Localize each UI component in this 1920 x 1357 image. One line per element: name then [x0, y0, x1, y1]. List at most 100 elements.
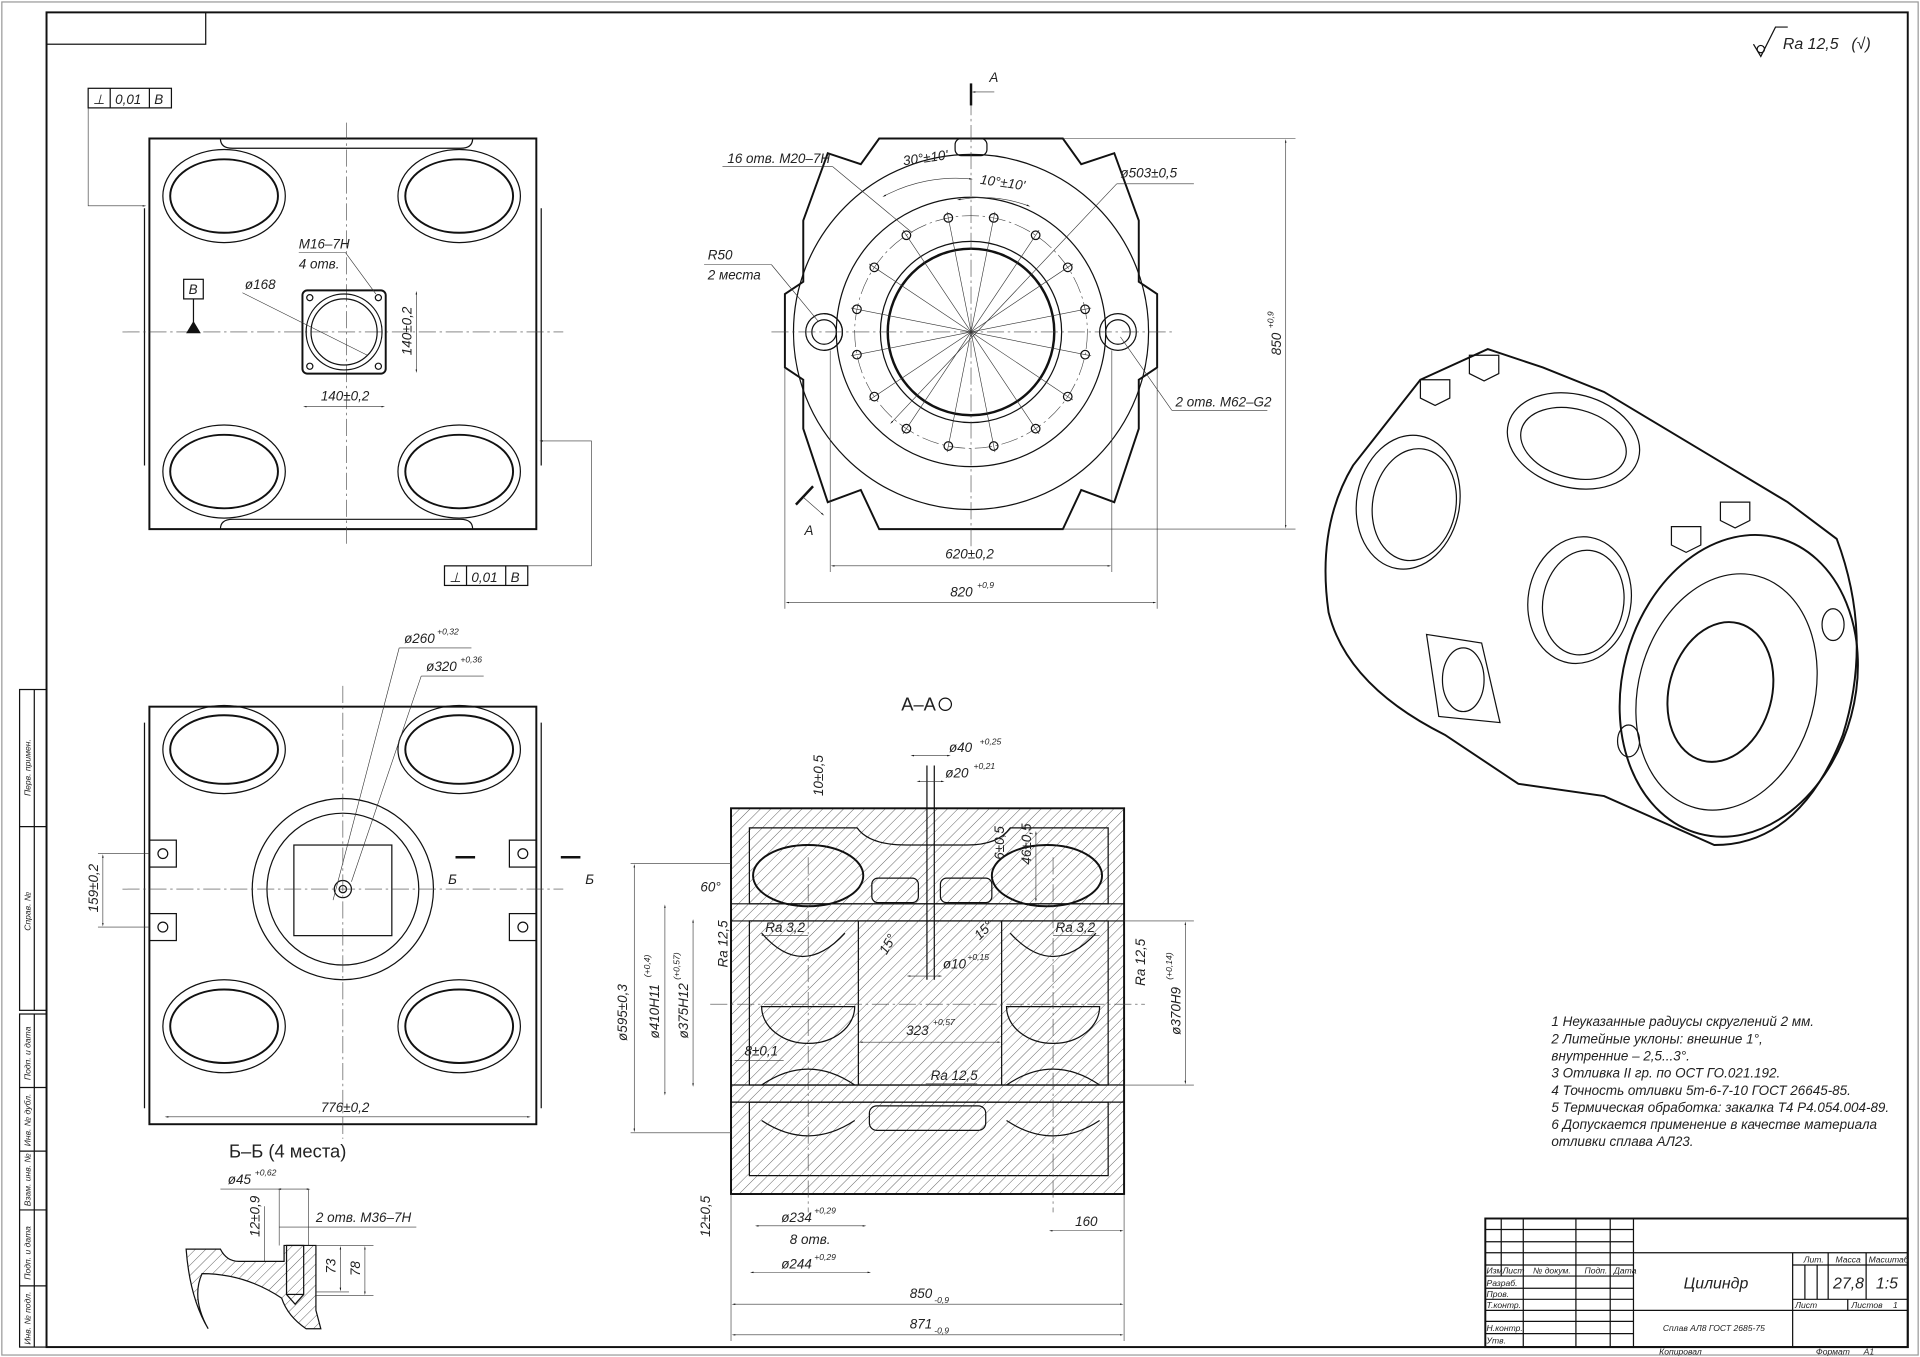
roughness-label: Ra 12,5: [931, 1068, 979, 1083]
tolerance-label: (+0,14): [1164, 952, 1174, 980]
tolerance-label: (+0,57): [672, 952, 682, 980]
angle-label: 60°: [700, 880, 721, 895]
cut-mark-bottom: A: [795, 485, 825, 538]
general-roughness: Ra 12,5 (√): [1752, 26, 1871, 58]
detail-title: Б–Б (4 места): [229, 1140, 346, 1161]
bolt-hole: [1030, 423, 1041, 434]
center-ray: [902, 229, 972, 333]
center-ray: [970, 211, 996, 333]
column-header: Дата: [1613, 1266, 1637, 1276]
dimension-label: 620±0,2: [945, 547, 994, 562]
threads-label: 2 отв. M36–7H: [315, 1210, 412, 1225]
sheets-label: Листов: [1850, 1300, 1883, 1310]
tolerance-label: +0,29: [814, 1206, 836, 1216]
detail-b-b: Б–Б (4 места) ø45 +0,62 12±0,9 2 отв. M3…: [185, 1140, 417, 1330]
note-line: 6 Допускается применение в качестве мате…: [1551, 1117, 1877, 1132]
copied-label: Копировал: [1659, 1346, 1702, 1356]
bolt-hole: [901, 230, 912, 241]
stamp-label: Взам. инв. №: [23, 1153, 33, 1206]
view-bottom-left: ø260 +0,32 ø320 +0,36 159±0,2 776±0,2 Б …: [86, 626, 594, 1139]
tolerance-label: +0,25: [980, 737, 1002, 747]
dimension-label: 78: [348, 1261, 363, 1276]
roughness-label: Ra 12,5: [715, 920, 730, 968]
column-header: № докум.: [1533, 1266, 1571, 1276]
tolerance-label: +0,57: [933, 1017, 956, 1027]
dimension-label: 850: [910, 1286, 933, 1301]
format-label: Формат: [1816, 1346, 1850, 1356]
bolt-hole: [988, 212, 999, 223]
center-ray: [970, 331, 1092, 357]
diameter-label: ø320: [426, 659, 457, 674]
tolerance-label: +0,36: [460, 655, 482, 665]
center-rays: [850, 211, 1092, 453]
cut-label: Б: [448, 872, 457, 887]
diameter-label: ø234: [781, 1210, 812, 1225]
dimension-label: 820: [950, 584, 973, 599]
datum-b: B: [183, 278, 204, 334]
stamp-label: Подп. и дата: [23, 1026, 33, 1080]
tolerance-label: +0,62: [255, 1168, 277, 1178]
diameter-label: ø244: [781, 1257, 812, 1272]
bolt-hole: [943, 441, 954, 451]
sheets-value: 1: [1893, 1300, 1898, 1310]
bolt-hole: [1062, 391, 1073, 402]
diameter-label: ø375H12: [676, 983, 691, 1039]
perpendicularity-symbol: ⊥: [449, 570, 461, 585]
note-line: отливки сплава АЛ23.: [1551, 1134, 1693, 1149]
note-line: 3 Отливка II гр. по ОСТ ГО.021.192.: [1551, 1066, 1780, 1081]
tolerance-label: +0,29: [814, 1252, 836, 1262]
center-ray: [850, 331, 972, 357]
tolerance-label: +0,15: [967, 952, 989, 962]
mass-label: Масса: [1836, 1255, 1862, 1265]
material-label: Сплав АЛ8 ГОСТ 2685-75: [1663, 1323, 1765, 1333]
dimension-label: 323: [906, 1023, 929, 1038]
center-ray: [970, 331, 996, 453]
holes-label: 8 отв.: [790, 1232, 831, 1247]
note-line: 1 Неуказанные радиусы скруглений 2 мм.: [1551, 1014, 1814, 1029]
dimension-label: 140±0,2: [399, 306, 414, 355]
dimension-label: 6±0,5: [992, 826, 1007, 860]
center-ray: [902, 331, 972, 434]
row-label: Т.контр.: [1487, 1300, 1522, 1310]
bolt-hole: [901, 423, 912, 434]
datum-letter: B: [189, 282, 198, 297]
dimension-label: 160: [1075, 1214, 1098, 1229]
center-ray: [850, 307, 972, 333]
bolt-hole: [869, 391, 880, 402]
technical-notes: 1 Неуказанные радиусы скруглений 2 мм. 2…: [1550, 1014, 1889, 1149]
center-ray: [869, 263, 972, 333]
bolt-hole: [943, 212, 954, 223]
center-ray: [946, 331, 972, 453]
note-line: 5 Термическая обработка: закалка Т4 Р4.0…: [1551, 1100, 1889, 1115]
stamp-label: Перв. примен.: [23, 739, 33, 796]
center-ray: [946, 211, 972, 333]
thread-count-label: 4 отв.: [299, 256, 340, 271]
diameter-label: ø168: [245, 277, 276, 292]
tolerance-label: (+0,4): [642, 955, 652, 978]
tolerance-value: 0,01: [115, 92, 141, 107]
diameter-label: ø595±0,3: [615, 984, 630, 1041]
bolt-hole: [1080, 349, 1091, 360]
dimension-label: 10±0,5: [811, 754, 826, 796]
roughness-value: Ra 12,5: [1783, 36, 1839, 53]
port-ovals: [162, 148, 522, 519]
center-ray: [970, 229, 1040, 333]
dimension-label: 776±0,2: [321, 1100, 370, 1115]
note-line: 2 Литейные уклоны: внешние 1°,: [1550, 1031, 1762, 1046]
format-value: A1: [1863, 1346, 1875, 1356]
dimension-label: 73: [324, 1258, 339, 1273]
section-title: A–A: [901, 693, 936, 714]
holes-label: 16 отв. M20–7H: [727, 151, 830, 166]
perpendicularity-symbol: ⊥: [93, 92, 105, 107]
tolerance-datum: B: [154, 92, 163, 107]
center-ray: [970, 331, 1040, 434]
dimension-label: 140±0,2: [321, 389, 370, 404]
thread-label: M16–7H: [299, 237, 350, 252]
title-block: Изм. Лист № докум. Подп. Дата Разраб. Пр…: [1484, 1217, 1910, 1356]
bolt-hole: [852, 349, 862, 360]
diameter-label: ø503±0,5: [1120, 166, 1177, 181]
lit-label: Лит.: [1803, 1255, 1824, 1265]
tolerance-frame-top: ⊥ 0,01 B: [87, 87, 173, 207]
tolerance-frame-bottom: ⊥ 0,01 B: [443, 440, 592, 587]
